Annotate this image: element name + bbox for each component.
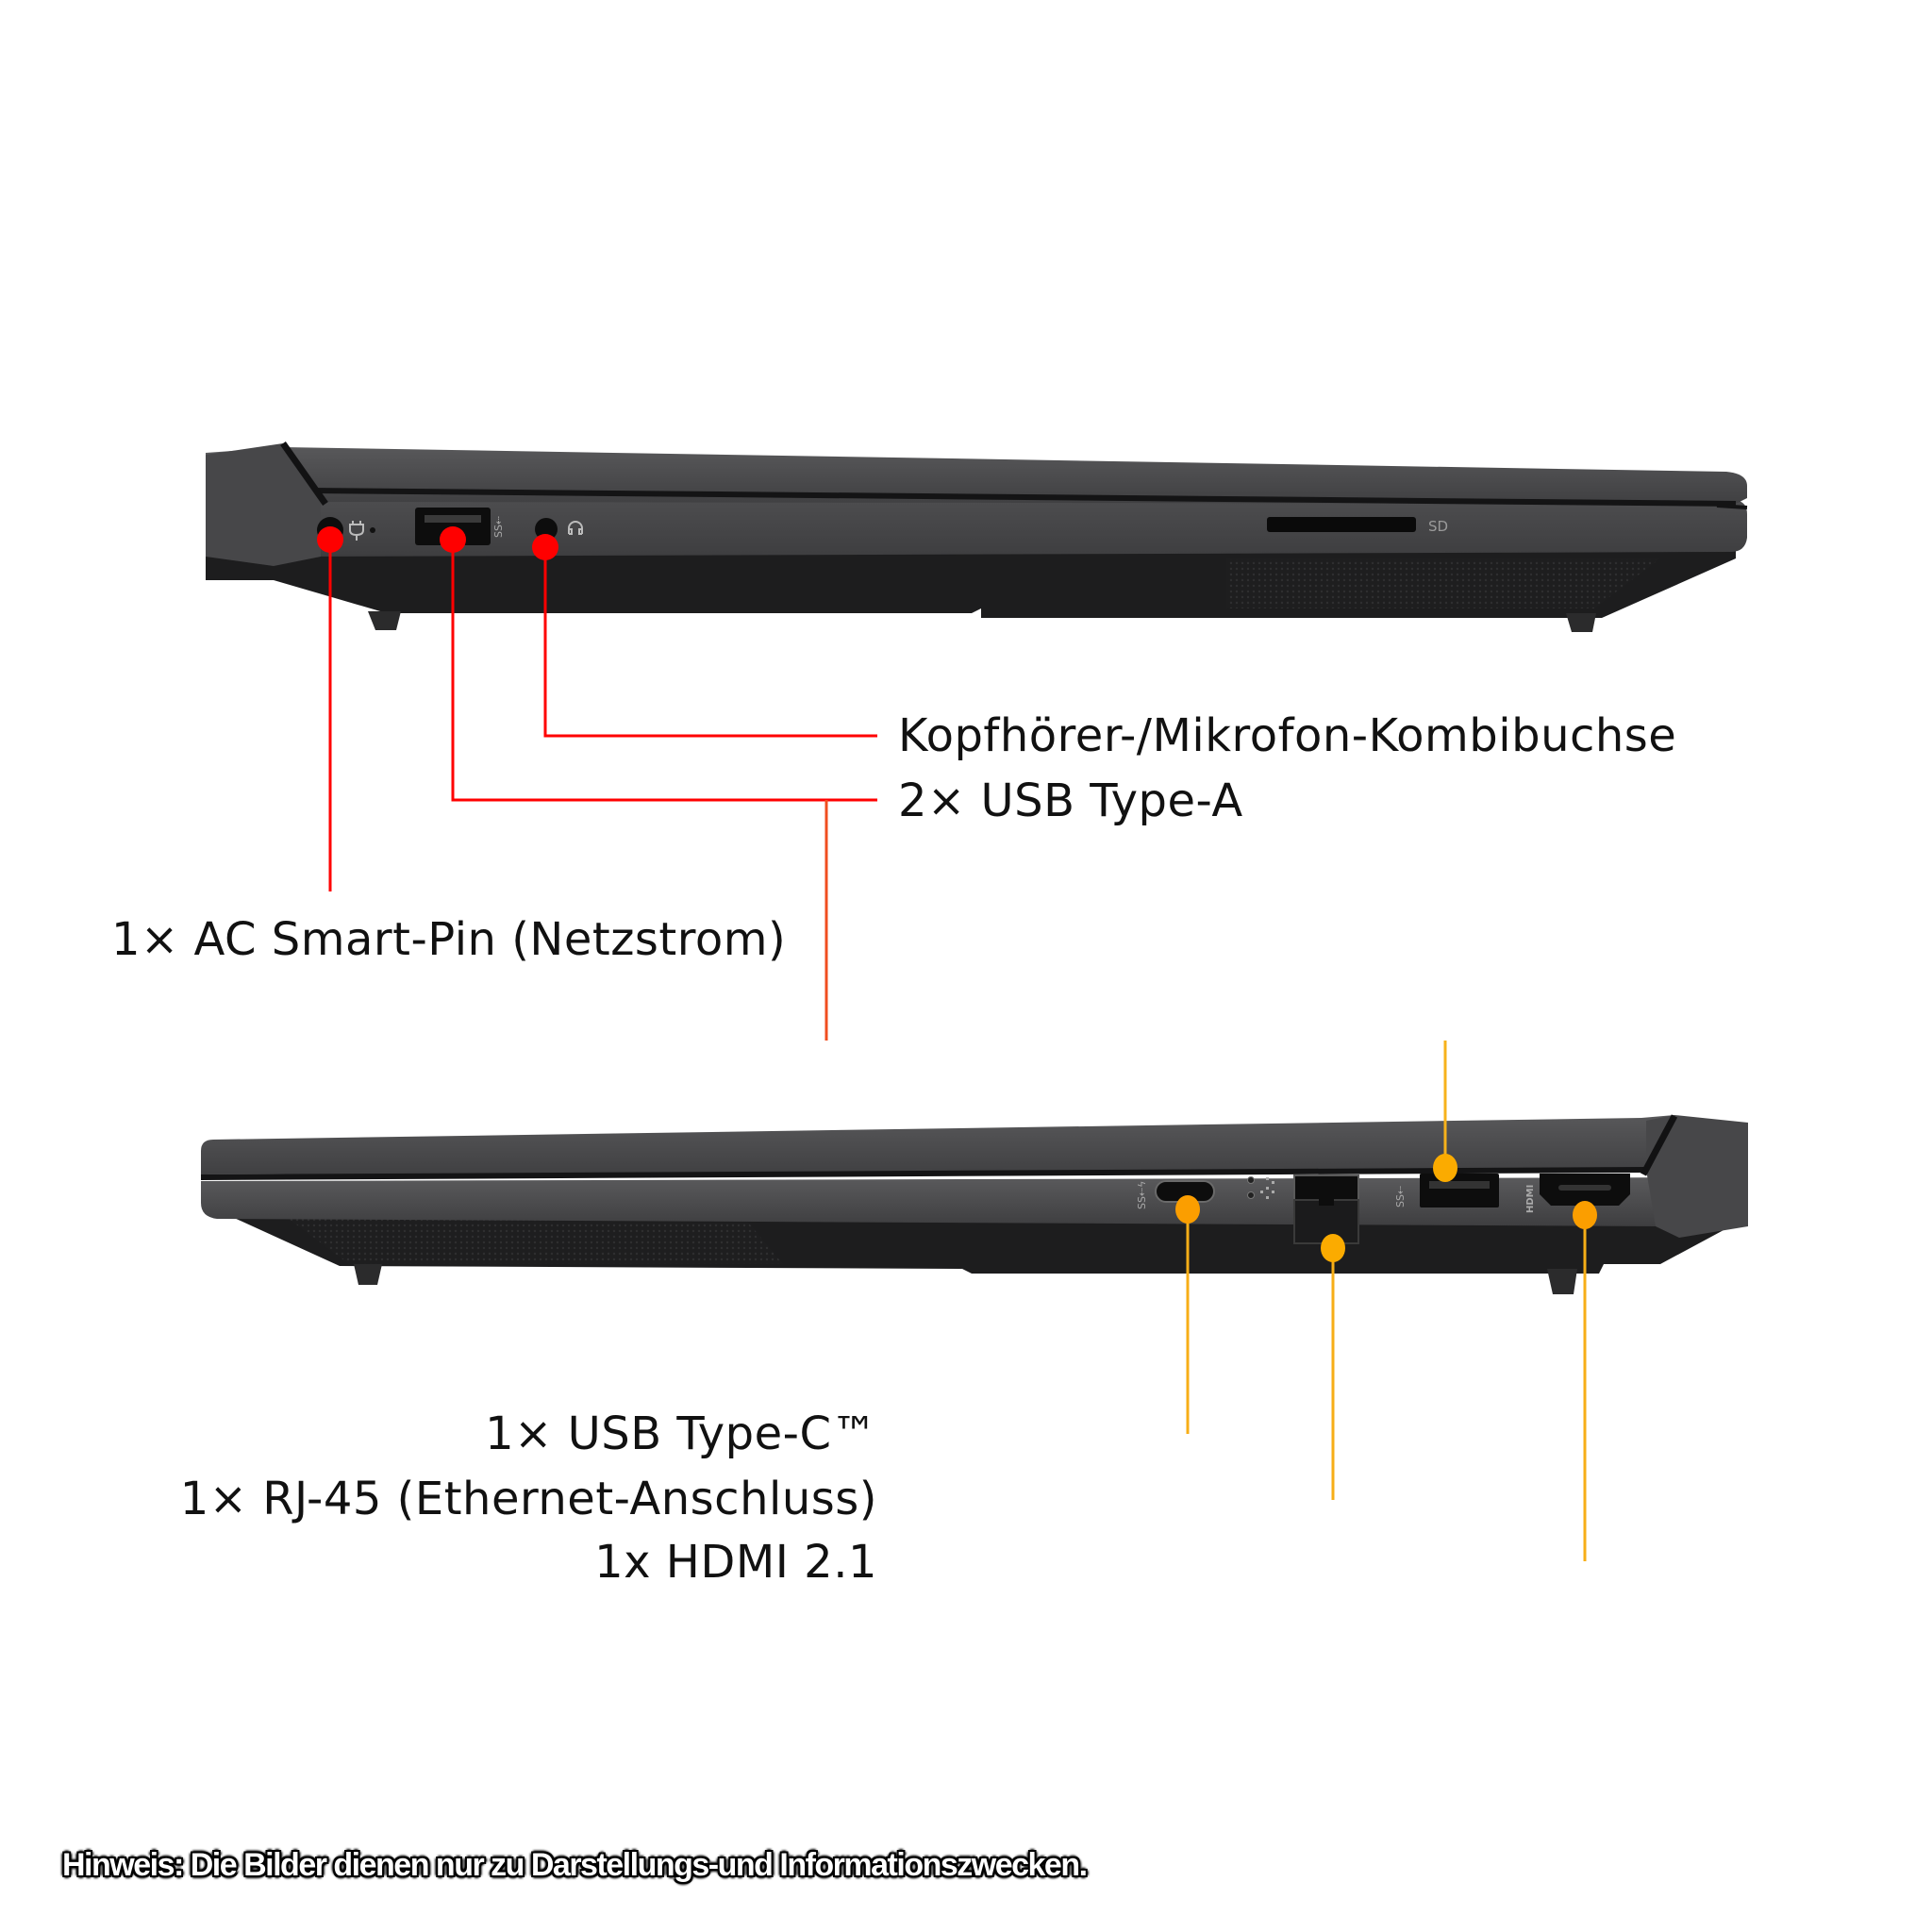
label-usb-type-c: 1× USB Type-C™ (485, 1407, 877, 1460)
label-rj45: 1× RJ-45 (Ethernet-Anschluss) (179, 1473, 877, 1525)
headset-icon (568, 521, 583, 535)
callout-markers-bottom (1175, 1154, 1597, 1262)
label-audio-combo-jack: Kopfhörer-/Mikrofon-Kombibuchse (898, 709, 1677, 762)
marker-usb-a-right (1433, 1154, 1457, 1182)
usb-superspeed-icon: SS⇠ (1394, 1186, 1407, 1208)
sd-card-slot (1267, 517, 1416, 532)
laptop-left-side-view: SS⇠ SD (206, 441, 1748, 632)
marker-audio (532, 534, 558, 560)
usb-a-port (1420, 1174, 1499, 1208)
hdmi-icon: HDMI (1525, 1185, 1536, 1213)
power-plug-icon (349, 521, 364, 541)
laptop-right-side-view: SS⇠ϟ SS⇠ HDMI (200, 1114, 1748, 1294)
usb-superspeed-charging-icon: SS⇠ϟ (1136, 1181, 1148, 1209)
callout-markers-top (317, 526, 558, 560)
marker-usb-c (1175, 1195, 1200, 1224)
marker-usb-a (440, 526, 466, 553)
disclaimer-note: Hinweis: Die Bilder dienen nur zu Darste… (62, 1847, 1088, 1883)
ethernet-network-icon (1260, 1177, 1274, 1199)
svg-text:SS⇠: SS⇠ (492, 516, 505, 538)
marker-hdmi (1573, 1201, 1597, 1229)
label-ac-smart-pin: 1× AC Smart-Pin (Netzstrom) (111, 913, 787, 966)
marker-power (317, 526, 343, 553)
label-hdmi: 1x HDMI 2.1 (594, 1536, 877, 1589)
label-usb-type-a: 2× USB Type-A (898, 774, 1243, 827)
sd-label: SD (1428, 518, 1448, 535)
svg-text:SS⇠: SS⇠ (1394, 1186, 1407, 1208)
svg-text:SS⇠ϟ: SS⇠ϟ (1136, 1181, 1148, 1209)
usb-superspeed-icon: SS⇠ (492, 516, 505, 538)
rj45-port (1293, 1174, 1359, 1244)
svg-text:HDMI: HDMI (1525, 1185, 1536, 1213)
callout-lines-top (328, 540, 877, 891)
marker-rj45 (1321, 1234, 1345, 1262)
callout-lines-bottom (898, 1209, 1587, 1563)
